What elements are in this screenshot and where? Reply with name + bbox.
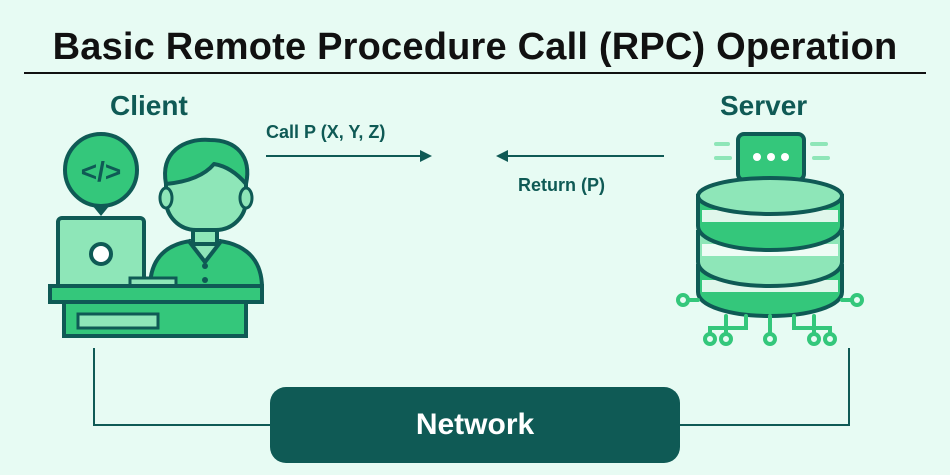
desk-icon (48, 284, 264, 338)
network-label: Network (415, 408, 535, 441)
circuit-nodes-icon (676, 293, 864, 346)
client-label: Client (110, 90, 188, 121)
network-box: Network (270, 387, 680, 463)
person-icon (147, 137, 265, 290)
server-illustration (676, 132, 864, 346)
return-message-label: Return (P) (518, 175, 605, 195)
server-network-connector (678, 348, 850, 426)
call-message-label: Call P (X, Y, Z) (266, 122, 386, 142)
client-illustration: </> (48, 132, 265, 338)
title-underline (24, 72, 926, 74)
laptop-icon (56, 216, 178, 290)
server-label: Server (720, 90, 808, 121)
code-bubble-icon: </> (63, 132, 139, 216)
client-network-connector (93, 348, 272, 426)
signal-lines-icon (714, 142, 830, 160)
return-arrow (496, 150, 664, 162)
call-arrow (266, 150, 432, 162)
page-title: Basic Remote Procedure Call (RPC) Operat… (52, 26, 898, 68)
code-icon-text: </> (81, 156, 121, 187)
database-icon (696, 176, 844, 319)
